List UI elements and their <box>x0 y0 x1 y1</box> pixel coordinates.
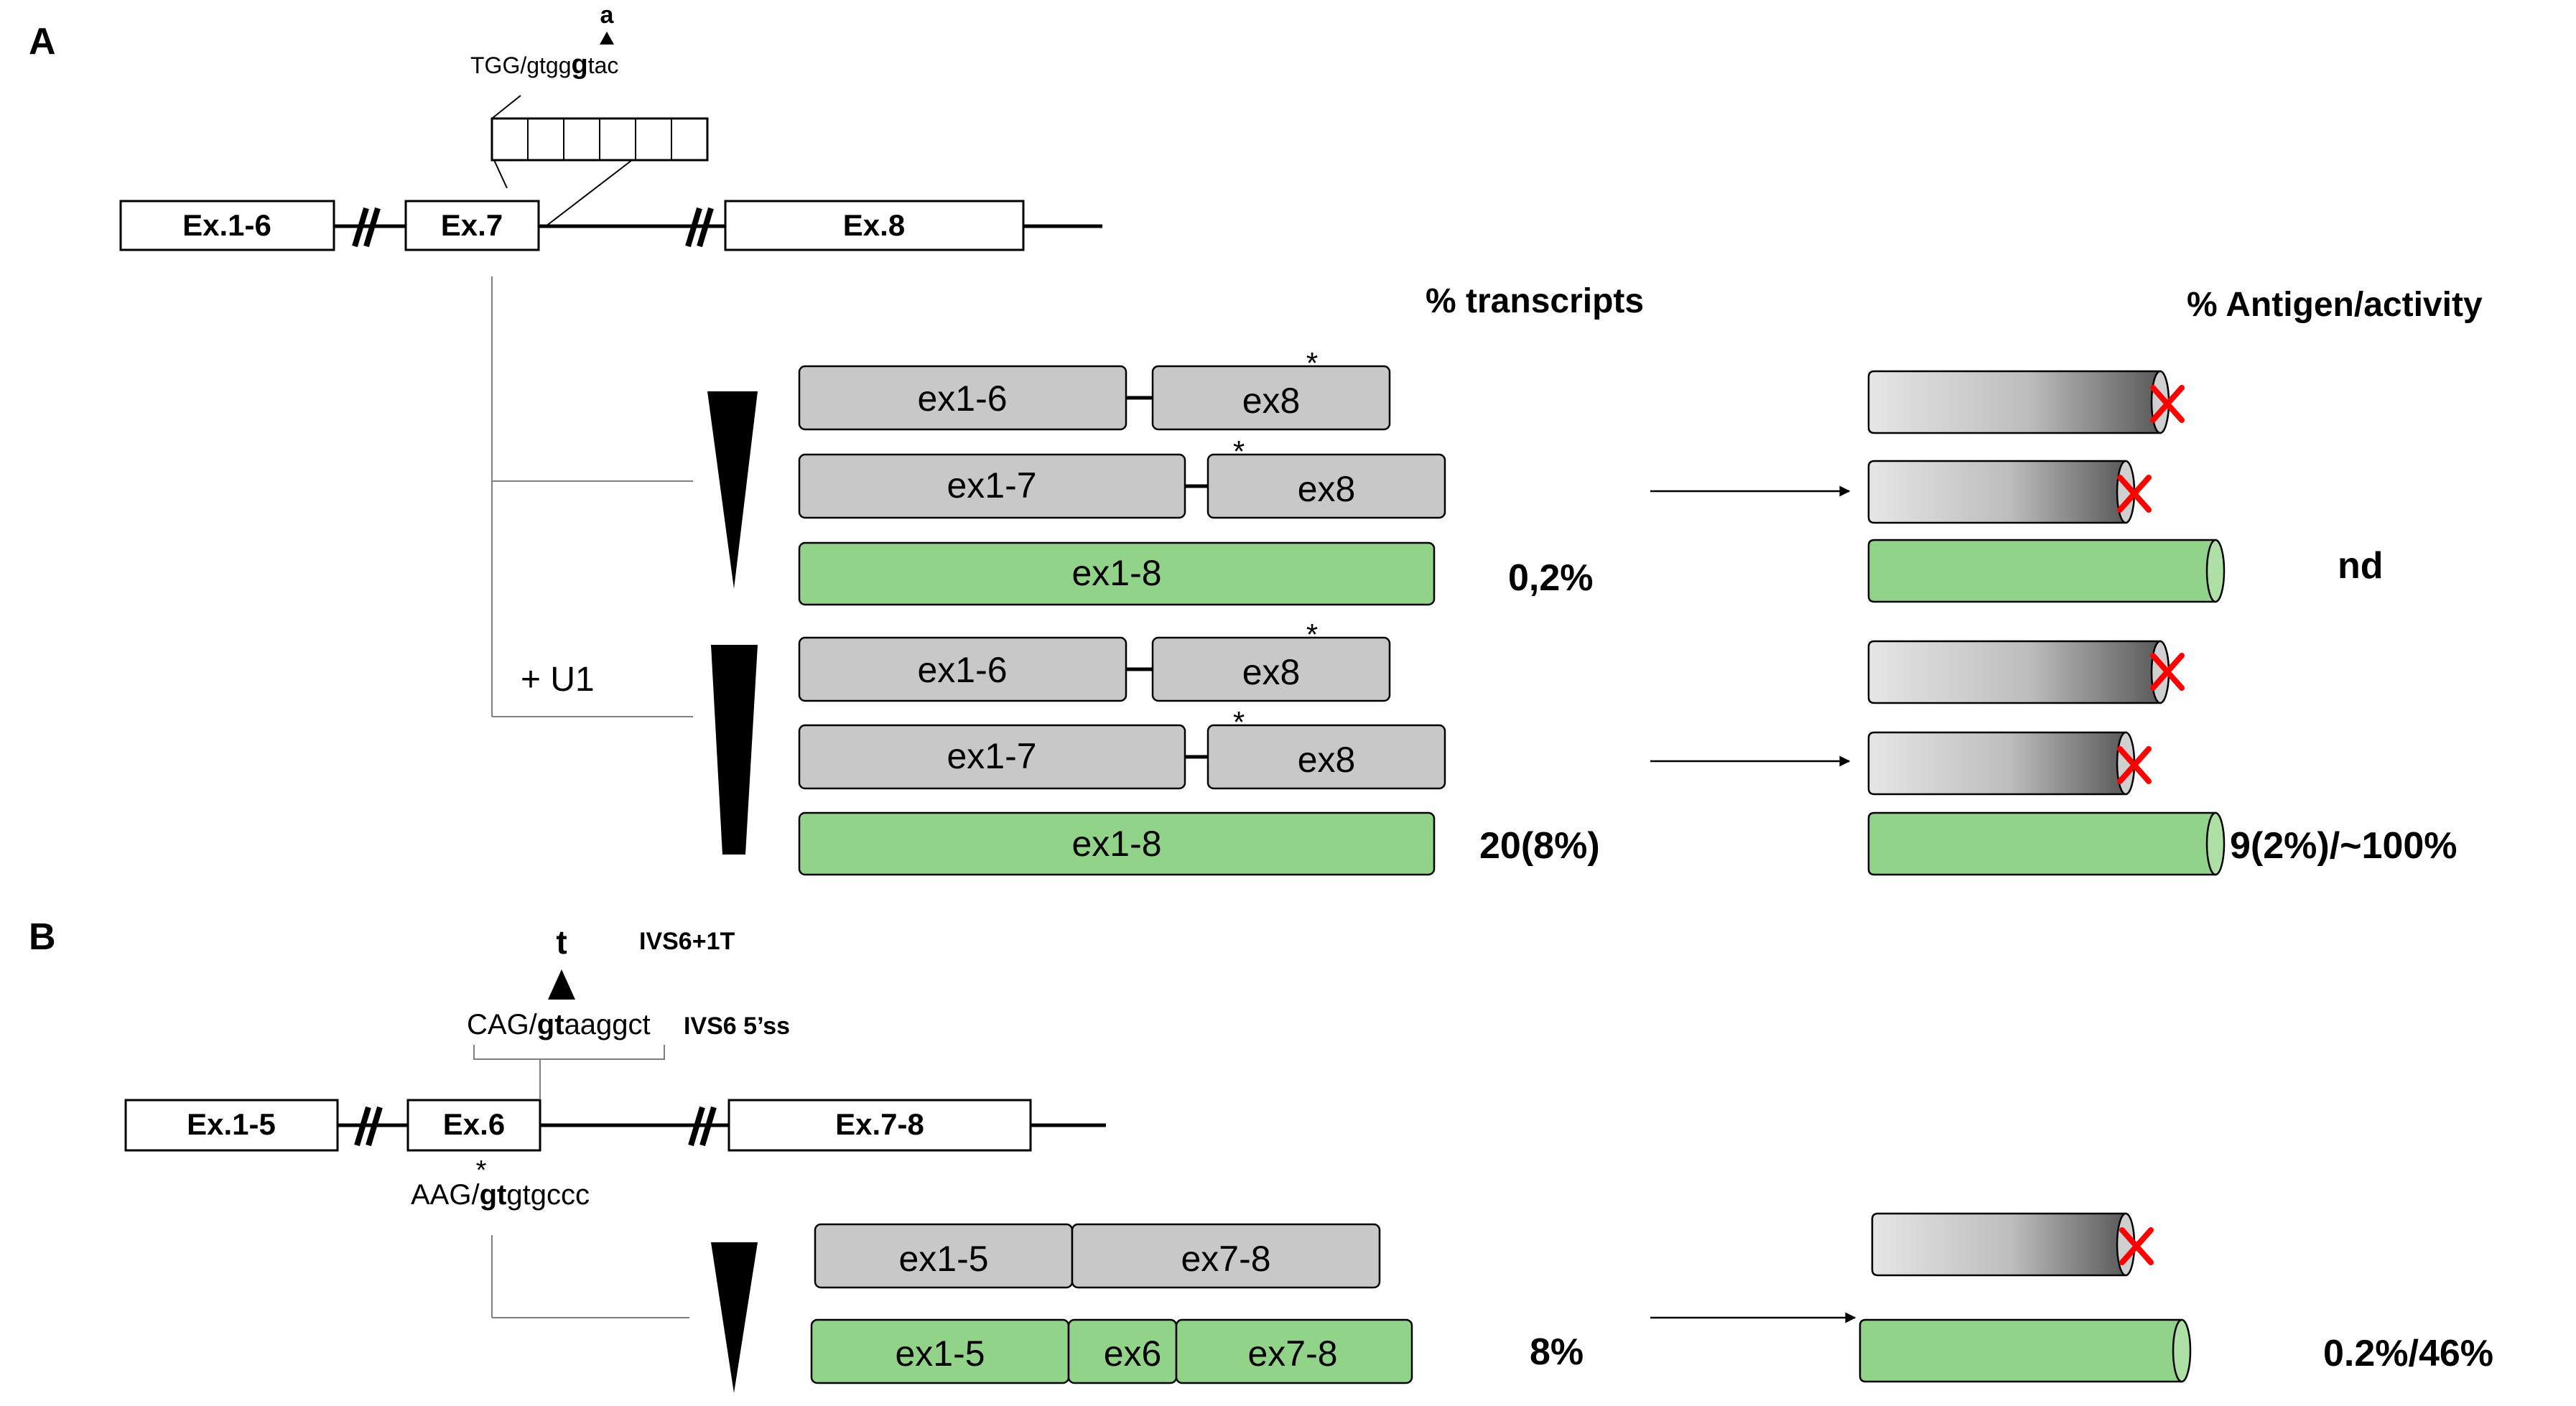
break-mark-icon <box>688 1106 717 1147</box>
exon-ex1-6: Ex.1-6 <box>119 200 335 251</box>
cryptic-sequence: AAG/gtgtgccc <box>411 1179 590 1211</box>
exon-ex7-8: Ex.7-8 <box>727 1099 1032 1152</box>
svg-text:ex8: ex8 <box>1298 469 1356 509</box>
group1-antigen: nd <box>2338 545 2384 587</box>
antigen-header: % Antigen/activity <box>2187 286 2483 324</box>
group2-antigen: 9(2%)/~100% <box>2230 825 2458 867</box>
asterisk-marker: * <box>1306 346 1318 380</box>
panel-a-letter: A <box>29 21 56 62</box>
asterisk-marker: * <box>1233 705 1245 739</box>
wedge-icon <box>711 645 758 855</box>
splice-site-label: IVS6 5’ss <box>684 1012 790 1040</box>
panel-b-sequence: CAG/gtaaggct <box>467 1009 651 1040</box>
x-mark-icon <box>2117 746 2152 784</box>
svg-text:Ex.1-6: Ex.1-6 <box>182 208 271 242</box>
break-mark-icon <box>685 207 714 248</box>
svg-text:ex1-7: ex1-7 <box>947 465 1036 506</box>
triangle-up-icon <box>600 32 614 45</box>
panel-b-letter: B <box>29 916 56 958</box>
u1-label: + U1 <box>521 661 595 699</box>
svg-text:ex8: ex8 <box>1298 740 1356 780</box>
panel-b-antigen: 0.2%/46% <box>2323 1333 2493 1374</box>
exon-ex8: Ex.8 <box>724 200 1025 251</box>
svg-text:Ex.8: Ex.8 <box>843 208 905 242</box>
panel-b-mutation-label: t <box>556 923 567 961</box>
asterisk-marker: * <box>476 1155 487 1186</box>
svg-text:ex1-5: ex1-5 <box>898 1239 988 1279</box>
transcript-row: ex1-6 ex8 * <box>798 618 1391 702</box>
svg-text:Ex.1-5: Ex.1-5 <box>187 1107 276 1141</box>
svg-text:ex8: ex8 <box>1242 381 1301 421</box>
svg-text:ex1-6: ex1-6 <box>917 650 1007 690</box>
svg-text:Ex.7-8: Ex.7-8 <box>835 1107 924 1141</box>
transcripts-header: % transcripts <box>1426 282 1644 320</box>
svg-text:ex7-8: ex7-8 <box>1247 1333 1337 1374</box>
break-mark-icon <box>352 207 381 248</box>
transcript-row: ex1-7 ex8 * <box>798 434 1446 519</box>
svg-text:ex1-7: ex1-7 <box>947 736 1036 776</box>
wedge-icon <box>707 391 758 589</box>
wedge-icon <box>711 1242 758 1393</box>
protein-cylinder-active <box>1867 539 2226 603</box>
transcript-row: ex1-7 ex8 * <box>798 705 1446 790</box>
panel-a-mutation-label: a <box>600 1 615 29</box>
ivs-label: IVS6+1T <box>639 928 735 955</box>
asterisk-marker: * <box>1233 434 1245 468</box>
transcript-row: ex1-8 <box>798 541 1436 606</box>
svg-text:ex1-8: ex1-8 <box>1071 824 1161 864</box>
svg-text:Ex.6: Ex.6 <box>443 1107 505 1141</box>
protein-cylinder-active <box>1867 811 2226 876</box>
svg-text:ex8: ex8 <box>1242 652 1301 692</box>
splice-site-boxes <box>490 117 709 162</box>
transcript-row: ex1-5 ex7-8 <box>814 1223 1381 1289</box>
protein-cylinder <box>1867 460 2136 524</box>
protein-cylinder <box>1867 640 2170 704</box>
x-mark-icon <box>2119 1227 2154 1265</box>
triangle-up-icon <box>548 969 575 1000</box>
exon-ex6: Ex.6 <box>406 1099 541 1152</box>
group2-percent: 20(8%) <box>1479 825 1600 867</box>
protein-cylinder <box>1867 731 2136 796</box>
protein-cylinder-active <box>1859 1318 2192 1383</box>
break-mark-icon <box>354 1106 383 1147</box>
svg-text:ex7-8: ex7-8 <box>1181 1239 1270 1279</box>
exon-ex7: Ex.7 <box>404 200 540 251</box>
transcript-row: ex1-6 ex8 * <box>798 346 1391 431</box>
svg-text:ex6: ex6 <box>1104 1333 1162 1374</box>
protein-cylinder <box>1871 1212 2136 1277</box>
x-mark-icon <box>2150 653 2185 691</box>
group1-percent: 0,2% <box>1508 557 1594 599</box>
svg-text:ex1-6: ex1-6 <box>917 378 1007 419</box>
protein-cylinder <box>1867 370 2170 434</box>
x-mark-icon <box>2150 385 2185 423</box>
svg-text:ex1-5: ex1-5 <box>895 1333 985 1374</box>
panel-b-percent: 8% <box>1530 1331 1584 1373</box>
transcript-row: ex1-8 <box>798 811 1436 876</box>
panel-a-sequence: TGG/gtgggtac <box>470 50 618 80</box>
asterisk-marker: * <box>1306 618 1318 651</box>
exon-ex1-5: Ex.1-5 <box>124 1099 339 1152</box>
transcript-row: ex1-5 ex6 ex7-8 <box>810 1318 1413 1384</box>
svg-text:ex1-8: ex1-8 <box>1071 553 1161 593</box>
x-mark-icon <box>2117 475 2152 513</box>
svg-text:Ex.7: Ex.7 <box>441 208 503 242</box>
